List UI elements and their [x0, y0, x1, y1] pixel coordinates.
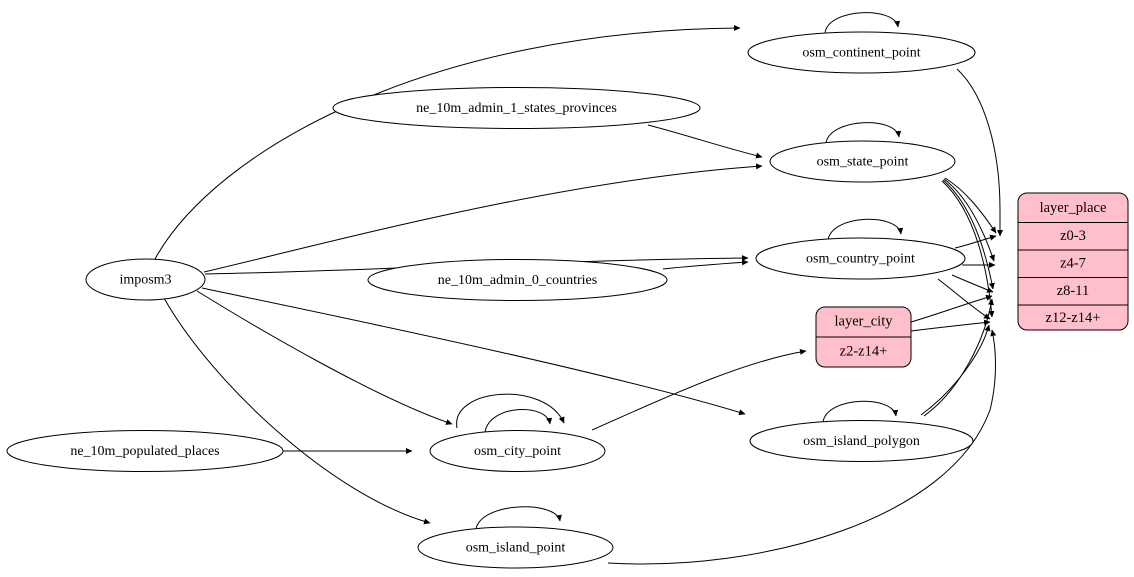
node-shape[interactable] — [749, 420, 974, 462]
node-label: ne_10m_populated_places — [70, 444, 219, 459]
edge-imposm3-to-osm_state_point — [203, 163, 763, 273]
edge-imposm3-to-osm_continent_point — [154, 25, 741, 260]
edge-osm_continent_point-self-loop — [824, 12, 901, 34]
edge-osm_city_point-outer-loop — [456, 393, 565, 429]
source-node-ne_10m_admin_0_countries[interactable]: ne_10m_admin_0_countries — [367, 259, 668, 301]
table-node-osm_island_polygon[interactable]: osm_island_polygon — [749, 420, 974, 462]
source-node-imposm3[interactable]: imposm3 — [85, 258, 206, 301]
table-node-osm_state_point[interactable]: osm_state_point — [769, 140, 956, 183]
source-node-ne_10m_populated_places[interactable]: ne_10m_populated_places — [6, 430, 284, 472]
record-row-z4-7[interactable]: z4-7 — [1060, 255, 1086, 271]
node-label: ne_10m_admin_0_countries — [438, 273, 597, 288]
edge-layer_city-to-layer_place-z8-11 — [910, 294, 993, 323]
edge-ne_admin1-to-osm_state_point — [647, 124, 763, 159]
node-shape[interactable] — [417, 526, 614, 569]
edge-osm_island_polygon-to-layer_place-z8-11 — [923, 298, 994, 417]
source-node-ne_10m_admin_1_states_provinces[interactable]: ne_10m_admin_1_states_provinces — [332, 87, 701, 129]
edge-osm_state_point-to-layer_place-z0-3 — [944, 177, 997, 234]
edge-osm_island_polygon-self-loop — [822, 400, 899, 423]
node-shape[interactable] — [755, 237, 966, 280]
record-title: layer_place — [1040, 200, 1107, 216]
edge-osm_country_point-to-layer_place-z12 — [937, 278, 991, 320]
node-shape[interactable] — [332, 87, 701, 129]
edge-osm_state_point-to-layer_place-z4-7 — [943, 178, 995, 262]
table-node-osm_country_point[interactable]: osm_country_point — [755, 237, 966, 280]
node-shape[interactable] — [85, 258, 206, 301]
edge-osm_city_point-self-loop — [484, 408, 553, 433]
node-label: osm_state_point — [817, 155, 909, 170]
edge-osm_country_point-to-layer_place-z0-3 — [954, 234, 997, 249]
edge-layer — [154, 12, 1003, 565]
edge-osm_state_point-self-loop — [825, 122, 902, 144]
node-shape[interactable] — [769, 140, 956, 183]
node-shape[interactable] — [6, 430, 284, 472]
edge-osm_island_polygon-to-layer_place-z12 — [920, 324, 991, 416]
node-label: osm_continent_point — [802, 46, 920, 61]
edge-osm_country_point-to-layer_place-z8-11 — [951, 274, 994, 293]
edge-osm_island_point-to-layer_place-z12 — [607, 329, 997, 565]
record-row-z8-11[interactable]: z8-11 — [1057, 283, 1089, 299]
record-row-z2-z14[interactable]: z2-z14+ — [840, 343, 888, 359]
node-label: osm_island_polygon — [803, 434, 920, 449]
record-node-layer_city[interactable]: layer_city z2-z14+ — [815, 306, 912, 368]
node-label: osm_city_point — [474, 444, 561, 459]
node-label: osm_country_point — [806, 252, 915, 267]
record-title: layer_city — [835, 313, 894, 329]
edge-osm_continent_point-to-layer_place-z0-3 — [956, 68, 1003, 237]
edge-layer_city-to-layer_place-z12 — [910, 319, 991, 332]
edge-osm_state_point-to-layer_place-z8-11 — [942, 179, 995, 290]
node-label: osm_island_point — [466, 541, 566, 556]
node-shape[interactable] — [367, 259, 668, 301]
node-label: imposm3 — [119, 273, 171, 288]
node-label: ne_10m_admin_1_states_provinces — [416, 101, 617, 116]
record-node-layer_place[interactable]: layer_place z0-3 z4-7 z8-11 z12-z14+ — [1017, 192, 1129, 331]
edge-imposm3-to-osm_city_point — [196, 290, 453, 425]
record-box[interactable] — [1017, 192, 1129, 331]
edge-imposm3-to-osm_island_polygon — [201, 287, 746, 416]
record-row-z12-z14[interactable]: z12-z14+ — [1046, 310, 1101, 326]
node-shape[interactable] — [747, 31, 976, 74]
table-node-osm_continent_point[interactable]: osm_continent_point — [747, 31, 976, 74]
edge-osm_country_point-self-loop — [827, 218, 904, 241]
edge-ne_admin0-to-osm_country_point — [662, 259, 749, 270]
node-shape[interactable] — [429, 430, 606, 472]
table-node-osm_city_point[interactable]: osm_city_point — [429, 430, 606, 472]
record-row-z0-3[interactable]: z0-3 — [1060, 228, 1086, 244]
edge-imposm3-to-osm_island_point — [163, 297, 431, 525]
edge-osm_island_point-self-loop — [475, 506, 562, 530]
edge-osm_city_point-to-layer_city — [591, 349, 807, 431]
table-node-osm_island_point[interactable]: osm_island_point — [417, 526, 614, 569]
